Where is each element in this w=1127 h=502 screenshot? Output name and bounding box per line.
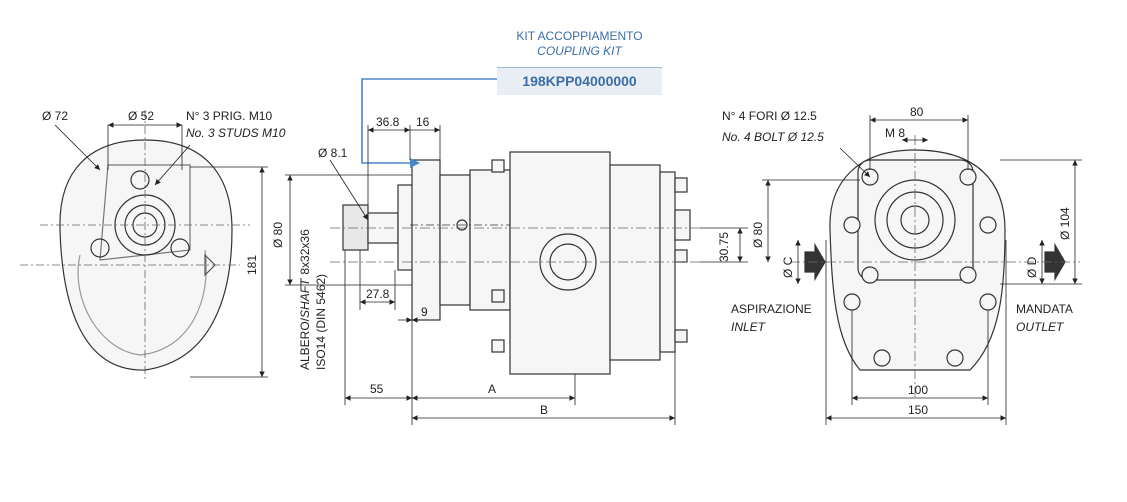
- outlet-label-it: MANDATA: [1016, 302, 1073, 316]
- shaft-label-en: SHAFT: [298, 277, 312, 318]
- rear-dim-m8: M 8: [885, 126, 905, 140]
- rear-dim-150: 150: [908, 403, 928, 417]
- side-dim-16: 16: [416, 115, 430, 129]
- side-dim-27-8: 27.8: [366, 287, 390, 301]
- rear-bolts-label-en: No. 4 BOLT Ø 12.5: [722, 130, 824, 144]
- rear-dim-80-top: 80: [910, 105, 924, 119]
- side-dim-9: 9: [421, 305, 428, 319]
- shaft-label: ALBERO/SHAFT 8x32x36: [298, 229, 312, 370]
- inlet-label-en: INLET: [731, 320, 767, 334]
- coupling-kit-header: KIT ACCOPPIAMENTO COUPLING KIT: [497, 23, 662, 68]
- front-view: [20, 110, 250, 380]
- side-dim-80: Ø 80: [271, 222, 285, 248]
- front-studs-label-it: N° 3 PRIG. M10: [186, 109, 272, 123]
- coupling-kit-code: 198KPP04000000: [497, 68, 662, 95]
- front-pilot-diameter: Ø 52: [128, 109, 154, 123]
- rear-dim-d: Ø D: [1025, 256, 1039, 278]
- side-dim-b: B: [540, 403, 548, 417]
- coupling-kit-title: KIT ACCOPPIAMENTO: [516, 29, 643, 43]
- side-dim-a: A: [488, 382, 496, 396]
- side-dimensions: [285, 125, 748, 425]
- kit-leader-line: [361, 78, 497, 164]
- coupling-kit-subtitle: COUPLING KIT: [537, 44, 622, 58]
- rear-dimensions: [762, 115, 1082, 425]
- side-dim-8-1: Ø 8.1: [318, 146, 348, 160]
- coupling-kit-box: KIT ACCOPPIAMENTO COUPLING KIT 198KPP040…: [497, 23, 662, 99]
- side-dim-30-75: 30.75: [717, 232, 731, 262]
- side-dim-55: 55: [370, 382, 384, 396]
- shaft-label-it: ALBERO/: [298, 317, 312, 370]
- front-studs-label-en: No. 3 STUDS M10: [186, 126, 286, 140]
- front-dimensions: [54, 122, 268, 378]
- side-view: [342, 151, 691, 375]
- inlet-label-it: ASPIRAZIONE: [731, 302, 812, 316]
- outlet-label-en: OUTLET: [1016, 320, 1065, 334]
- side-dim-36-8: 36.8: [376, 115, 400, 129]
- rear-dim-c: Ø C: [781, 256, 795, 278]
- shaft-standard: ISO14 (DIN 5462): [314, 274, 328, 370]
- front-height-dimension: 181: [245, 255, 259, 275]
- kit-leader-arrowhead: [410, 158, 420, 168]
- rear-bolts-label-it: N° 4 FORI Ø 12.5: [722, 109, 817, 123]
- shaft-spec: 8x32x36: [298, 229, 312, 275]
- front-outer-diameter: Ø 72: [42, 109, 68, 123]
- rear-dim-100: 100: [908, 383, 928, 397]
- rear-dim-80-left: Ø 80: [751, 222, 765, 248]
- rear-dim-104: Ø 104: [1058, 207, 1072, 240]
